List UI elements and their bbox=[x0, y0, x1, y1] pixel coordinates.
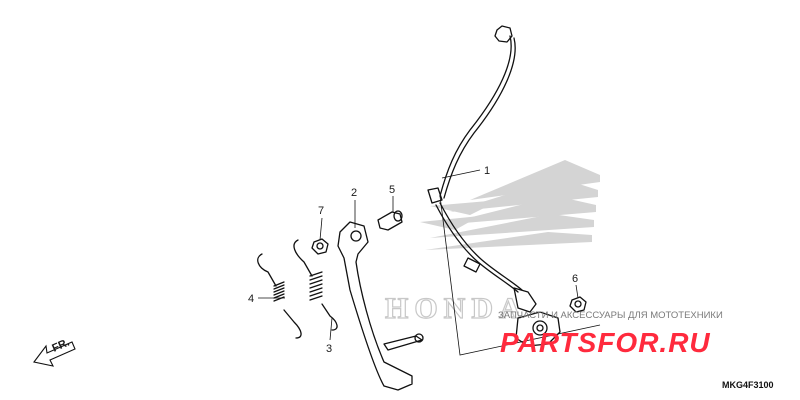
watermark-tagline: ЗАПЧАСТИ И АКСЕССУАРЫ ДЛЯ МОТОТЕХНИКИ bbox=[498, 310, 723, 321]
nut-7 bbox=[311, 238, 329, 255]
callout-4: 4 bbox=[248, 293, 254, 305]
side-stand-bar bbox=[337, 221, 424, 391]
honda-wing-watermark: HONDA bbox=[384, 160, 600, 326]
stand-spring-4 bbox=[257, 253, 302, 339]
nut-6 bbox=[569, 296, 587, 313]
callout-5: 5 bbox=[389, 184, 395, 196]
site-watermark: ЗАПЧАСТИ И АКСЕССУАРЫ ДЛЯ МОТОТЕХНИКИ PA… bbox=[498, 310, 723, 358]
callout-1: 1 bbox=[484, 165, 490, 177]
side-stand-switch bbox=[427, 25, 561, 347]
diagram-code: MKG4F3100 bbox=[722, 380, 774, 390]
reference-lines bbox=[439, 195, 601, 356]
watermark-site: PARTSFOR.RU bbox=[500, 327, 711, 358]
forward-arrow-indicator: FR. bbox=[33, 337, 76, 367]
pivot-bolt bbox=[377, 210, 403, 231]
callout-2: 2 bbox=[351, 187, 357, 199]
callout-labels: 1 2 3 4 5 6 7 bbox=[248, 165, 578, 355]
stand-spring-3 bbox=[293, 239, 338, 331]
callout-6: 6 bbox=[572, 273, 578, 285]
callout-3: 3 bbox=[326, 343, 332, 355]
callout-7: 7 bbox=[318, 205, 324, 217]
leader-lines bbox=[258, 169, 579, 341]
